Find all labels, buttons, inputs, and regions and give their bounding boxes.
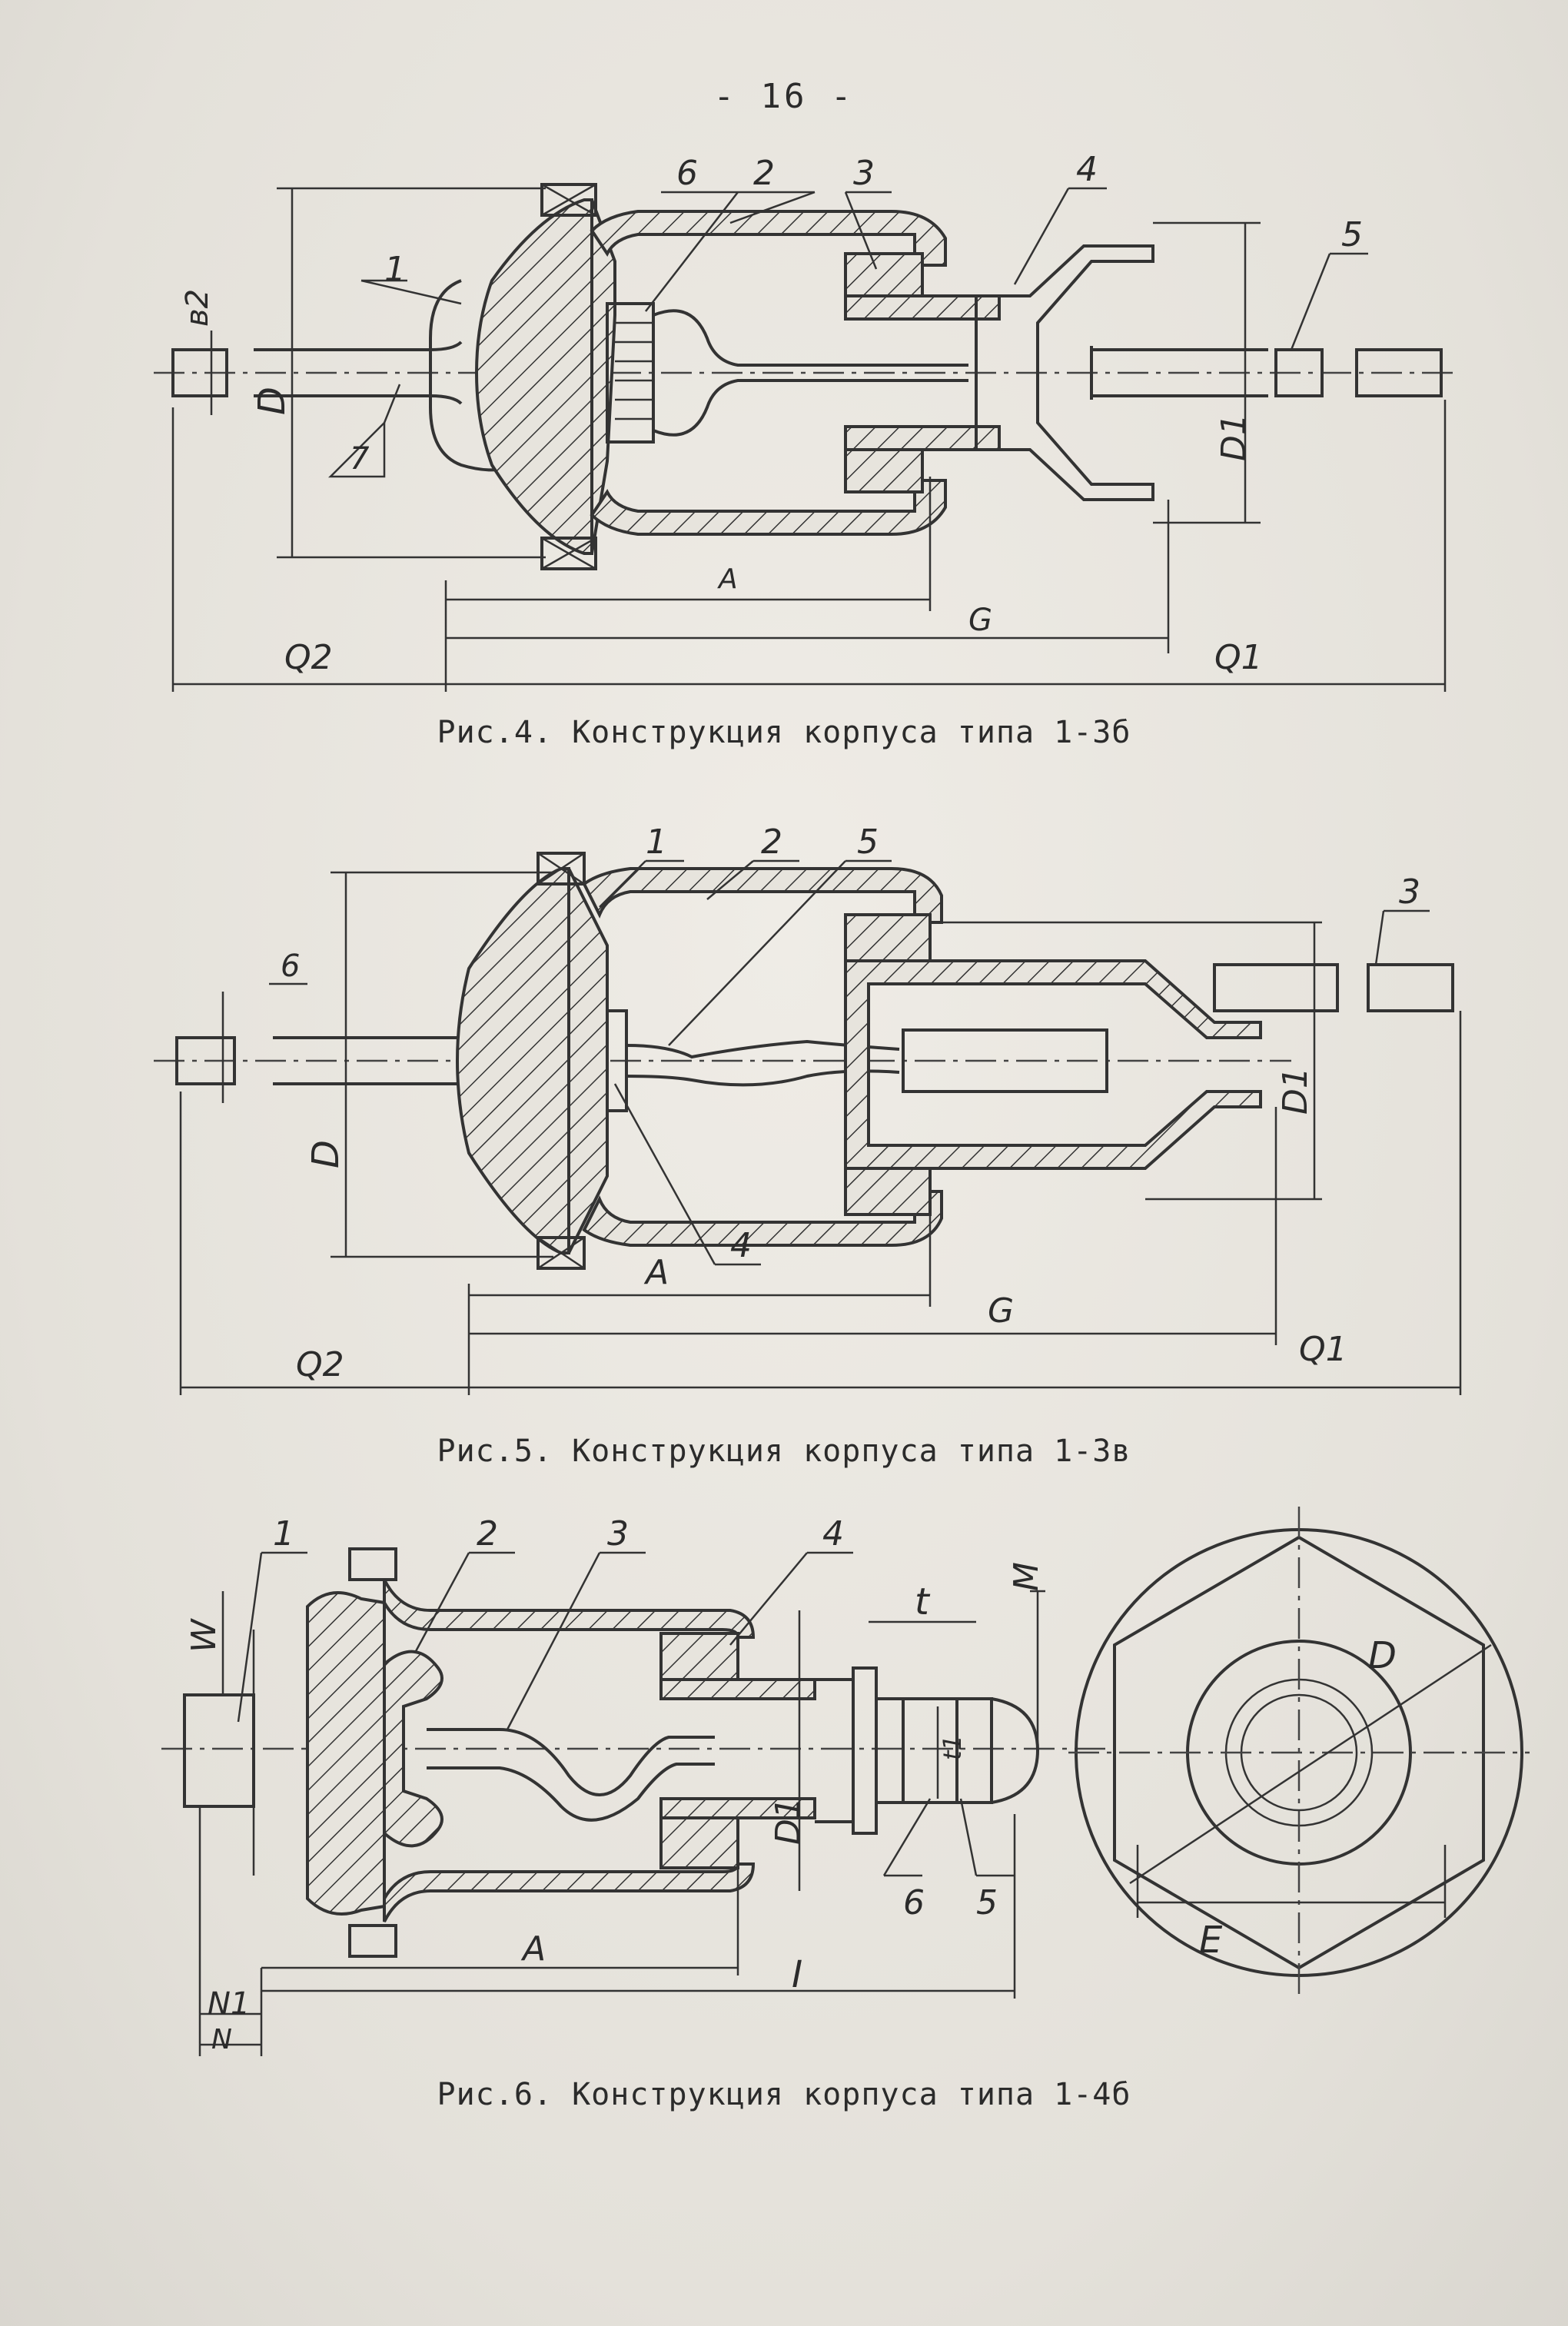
figure-5-caption: Рис.5. Конструкция корпуса типа 1-3в xyxy=(437,1434,1131,1469)
fig6-label-3: 3 xyxy=(607,1514,629,1553)
figure-6-caption: Рис.6. Конструкция корпуса типа 1-4б xyxy=(437,2077,1131,2112)
fig5-label-1: 1 xyxy=(646,822,667,862)
fig4-label-Q1: Q1 xyxy=(1214,638,1263,677)
fig6-label-t1: t1 xyxy=(938,1735,967,1760)
fig6-label-N: N xyxy=(211,2024,232,2055)
fig5-label-D1: D1 xyxy=(1276,1067,1315,1115)
fig6-label-5: 5 xyxy=(976,1883,998,1922)
fig6-label-N1: N1 xyxy=(208,1986,250,2022)
fig4-label-7: 7 xyxy=(350,441,370,477)
fig4-label-3: 3 xyxy=(853,154,875,193)
figure-6-drawing: 1 2 3 4 5 6 W t t1 M D1 A N1 N I D E xyxy=(161,1507,1530,2056)
fig5-label-2: 2 xyxy=(761,822,782,862)
figure-4-drawing: 1 6 2 3 4 5 7 в2 D D1 A G Q1 Q2 xyxy=(154,150,1453,692)
fig6-label-A: A xyxy=(520,1929,546,1969)
fig6-label-M: M xyxy=(1007,1562,1046,1591)
fig4-label-2: 2 xyxy=(753,154,775,193)
page-number: - 16 - xyxy=(713,77,855,116)
fig6-label-t: t xyxy=(915,1580,931,1623)
fig5-label-Q2: Q2 xyxy=(296,1345,344,1384)
fig4-label-A: A xyxy=(717,563,738,595)
fig6-label-I: I xyxy=(792,1953,802,1996)
fig6-label-1: 1 xyxy=(273,1514,294,1553)
figure-4-caption: Рис.4. Конструкция корпуса типа 1-3б xyxy=(437,715,1131,750)
fig4-label-4: 4 xyxy=(1076,150,1098,189)
fig6-label-D: D xyxy=(1368,1634,1397,1677)
figure-5-drawing: 1 2 5 3 4 6 D D1 A G Q1 Q2 xyxy=(154,822,1462,1395)
fig6-label-E: E xyxy=(1199,1919,1223,1962)
fig5-label-5: 5 xyxy=(857,822,879,862)
fig6-label-D1: D1 xyxy=(769,1797,808,1845)
fig6-label-4: 4 xyxy=(822,1514,844,1553)
fig5-label-6: 6 xyxy=(281,949,300,984)
fig6-label-2: 2 xyxy=(477,1514,498,1553)
fig4-label-5: 5 xyxy=(1341,215,1363,254)
fig5-label-A: A xyxy=(643,1253,669,1292)
fig6-label-W: W xyxy=(184,1618,224,1653)
fig4-label-6: 6 xyxy=(676,154,698,193)
fig4-label-D: D xyxy=(251,387,294,415)
fig5-label-G: G xyxy=(988,1291,1014,1331)
fig4-label-Q2: Q2 xyxy=(284,638,333,677)
fig5-label-3: 3 xyxy=(1399,872,1420,912)
fig5-label-4: 4 xyxy=(730,1226,752,1265)
fig5-label-D: D xyxy=(304,1140,347,1168)
fig4-label-D1: D1 xyxy=(1214,414,1254,461)
fig4-label-b2: в2 xyxy=(180,289,215,327)
fig6-label-6: 6 xyxy=(903,1883,925,1922)
fig4-label-1: 1 xyxy=(384,250,406,289)
fig4-label-G: G xyxy=(968,603,992,638)
fig5-label-Q1: Q1 xyxy=(1299,1330,1347,1369)
